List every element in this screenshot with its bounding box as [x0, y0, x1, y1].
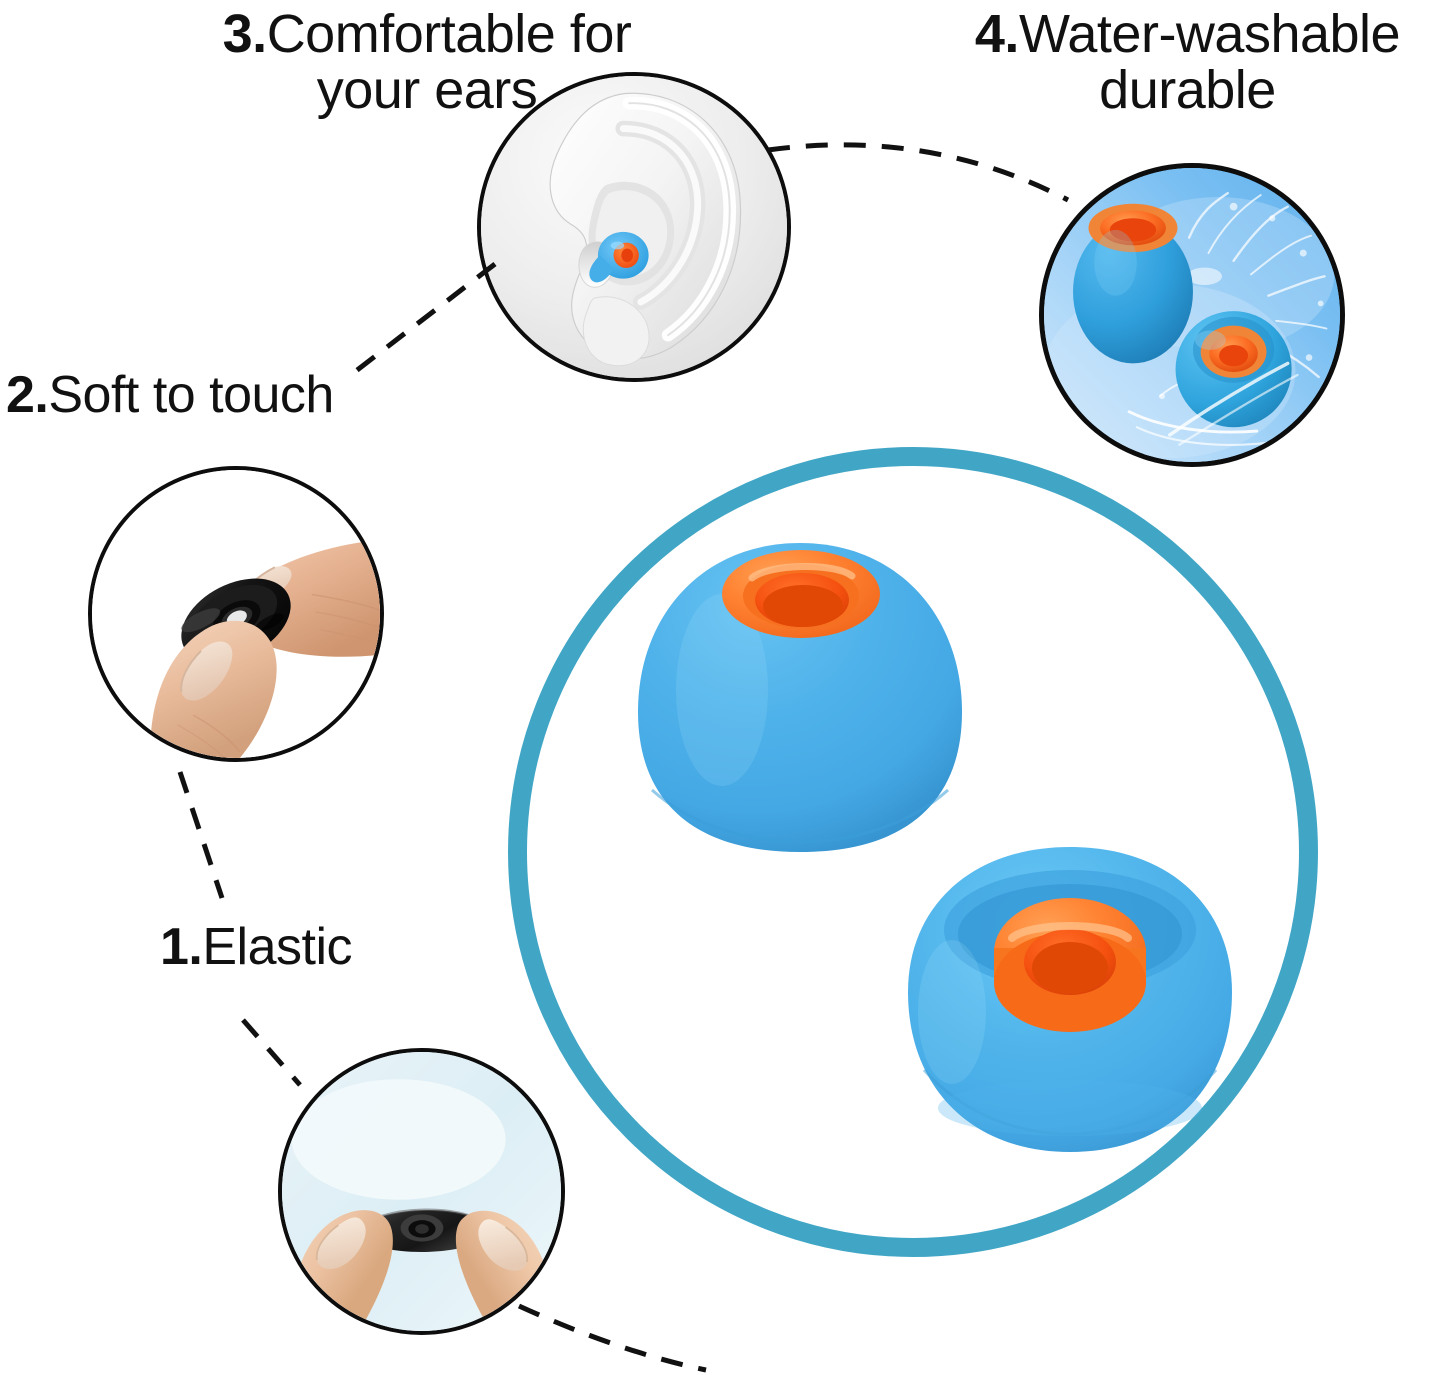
water-illustration — [1044, 168, 1340, 462]
feature-number-4: 4. — [974, 4, 1020, 64]
water-splash-front — [1168, 361, 1299, 446]
fingers-squeezing-illustration — [92, 470, 380, 758]
ear-illustration — [481, 76, 787, 378]
right-hand — [455, 1210, 554, 1331]
connector-ear-to-soft — [350, 262, 497, 376]
feature-text-1: Elastic — [202, 918, 353, 976]
feature-label-elastic: 1.Elastic — [160, 918, 353, 976]
feature-number-3: 3. — [222, 4, 268, 64]
main-product-ring — [508, 447, 1318, 1257]
feature-circle-comfortable — [477, 72, 791, 382]
feature-text-3-line1: Comfortable for — [266, 4, 632, 64]
ear-tip-in-ear — [589, 231, 649, 283]
feature-text-4-line1: Water-washable — [1018, 4, 1401, 64]
feature-circle-water-washable — [1039, 163, 1345, 467]
connector-ear-to-water — [767, 142, 1070, 203]
feature-label-soft-to-touch: 2.Soft to touch — [6, 368, 334, 422]
feature-text-4-line2: durable — [1099, 60, 1276, 121]
left-hand — [289, 1210, 393, 1331]
connector-soft-to-elastic — [177, 771, 225, 899]
stretching-illustration — [282, 1052, 561, 1331]
feature-circle-elastic — [278, 1048, 565, 1335]
water-tip-lower — [1175, 311, 1292, 428]
feature-label-water-washable: 4.Water-washable durable — [930, 6, 1445, 118]
feature-number-2: 2. — [6, 366, 49, 424]
lower-finger — [150, 620, 277, 758]
feature-circle-soft-to-touch — [88, 466, 384, 762]
water-tip-upper — [1073, 203, 1193, 364]
feature-text-2: Soft to touch — [48, 366, 334, 424]
feature-number-1: 1. — [160, 918, 203, 976]
